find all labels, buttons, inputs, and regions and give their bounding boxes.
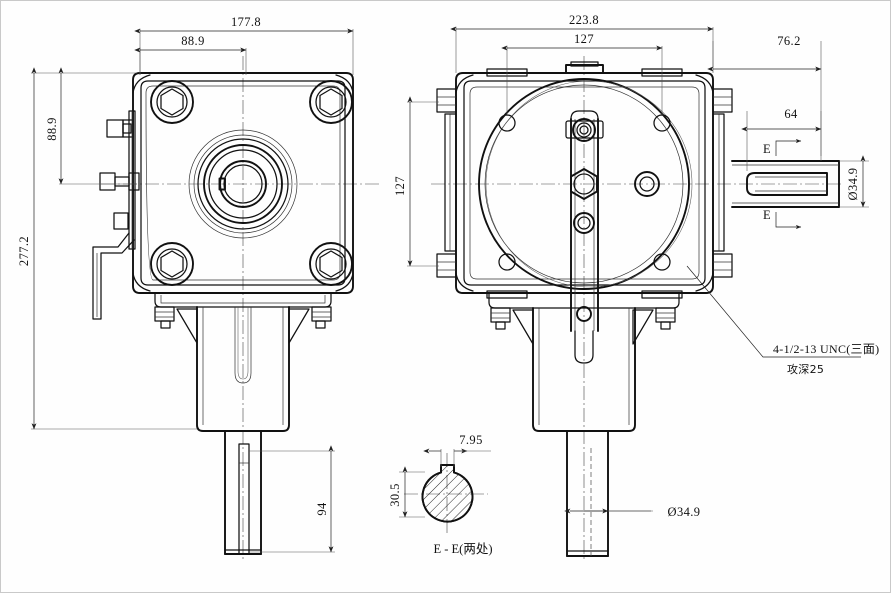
right-view-dimensions: 223.8 127 127 76.2 64 Ø34.9 E [393,13,869,519]
right-flange-strip-left [444,113,457,252]
right-pedestal-inner [538,308,630,425]
left-bolt-boss-bottom-right [309,242,353,286]
right-view-side-elevation [431,56,841,561]
dim-text-bottom-shaft-diameter: Ø34.9 [668,505,701,519]
right-vertical-strap [570,118,599,332]
right-strap-bore [574,330,594,364]
section-letter-bottom: E [763,208,771,222]
right-pedestal [532,307,636,432]
left-housing-outer-body [132,72,354,294]
left-pedestal [196,306,290,432]
left-output-shaft [224,430,262,555]
right-top-pad-center-inner [570,61,599,67]
left-corner-chamfer-tl [132,74,151,94]
right-top-pad-center [565,64,604,74]
left-pedestal-inner [202,307,284,425]
dim-text-key-width: 7.95 [459,433,482,447]
right-flange-strip-right [712,113,725,252]
dim-text-vertical-upper: 88.9 [45,117,59,140]
right-base-bolt-right [655,307,676,330]
right-cover-plate-inner [484,84,684,284]
left-bolt-boss-top-left [150,80,194,124]
dim-text-bottom-shaft-length: 94 [315,502,329,516]
right-vertical-strap-top [570,110,599,120]
right-gusset-left [512,309,534,345]
section-ee-detail: 7.95 30.5 E - E(两处) [388,433,493,556]
left-gusset-right [288,308,310,344]
right-cover-plate-outer [478,78,690,290]
dim-text-key-length: 64 [784,107,798,121]
right-center-hex-plug [570,168,598,200]
left-bolt-boss-bottom-left [150,242,194,286]
dim-text-vertical-height-right: 127 [393,176,407,196]
dim-text-overall-width-left: 177.8 [231,15,261,29]
right-tapped-hole-br [653,253,671,271]
left-side-flange-strip [128,110,136,250]
right-side-port [634,171,660,197]
right-lower-transition [488,292,680,309]
thread-note-callout: 4-1/2-13 UNC(三面) 攻深25 [686,265,879,376]
left-view-front-elevation [92,56,381,561]
right-side-ear-top-right [712,88,733,113]
left-side-stud-lower [113,212,129,230]
right-base-bolt-left [490,307,511,330]
left-lower-transition [154,292,332,308]
right-side-ear-top-left [436,88,457,113]
left-base-bolt-left [154,306,175,329]
thread-note-leader-line [686,265,861,358]
right-gusset-right [632,309,654,345]
right-housing-outer-body [455,72,714,294]
left-lower-transition-inner [160,295,326,304]
left-housing-inner-face [140,80,346,286]
left-bent-bracket [92,232,135,320]
left-bolt-boss-top-right [309,80,353,124]
right-side-ear-bottom-right [712,253,733,278]
right-housing-inner-face [463,80,706,286]
left-pedestal-internal-bore [234,307,252,384]
section-letter-top: E [763,142,771,156]
section-marker-lower: E [763,208,802,230]
left-corner-chamfer-tr [335,74,354,94]
right-side-ear-bottom-left [436,253,457,278]
dim-text-flat-height: 30.5 [388,483,402,506]
right-cover-plate-offset [485,80,693,288]
left-side-stud-upper [106,119,134,138]
left-pedestal-internal-bore-2 [237,307,249,380]
dim-text-overall-width-right: 223.8 [569,13,599,27]
section-ee-profile-outline [421,464,474,523]
right-tapped-hole-bl [498,253,516,271]
right-output-shaft [566,430,609,557]
dim-text-vertical-overall: 277.2 [17,236,31,266]
thread-note-line-1: 4-1/2-13 UNC(三面) [773,342,879,356]
right-bottom-pad-left [486,290,528,299]
right-lower-plug [573,212,595,234]
left-view-dimensions: 177.8 88.9 88.9 277.2 94 [17,15,354,553]
dim-text-right-shaft-diameter: Ø34.9 [846,168,860,201]
left-gusset-left [176,308,198,344]
dim-text-shaft-offset: 76.2 [777,34,800,48]
right-bottom-pad-right [641,290,683,299]
left-base-bolt-right [311,306,332,329]
left-center-hub [188,129,298,239]
section-marker-upper: E [763,138,802,156]
left-corner-chamfer-bl [132,272,151,292]
section-view-title: E - E(两处) [433,542,492,556]
left-corner-chamfer-br [335,272,354,292]
right-breather-plug [565,118,604,142]
section-ee-hatch [422,465,473,522]
right-housing-inner-face-2 [469,86,700,280]
right-strap-pin-hole [576,306,592,322]
dim-text-inner-width-right: 127 [574,32,594,46]
dim-text-half-width-left: 88.9 [181,34,204,48]
thread-note-line-2: 攻深25 [787,362,824,376]
right-tapped-hole-tl [498,114,516,132]
